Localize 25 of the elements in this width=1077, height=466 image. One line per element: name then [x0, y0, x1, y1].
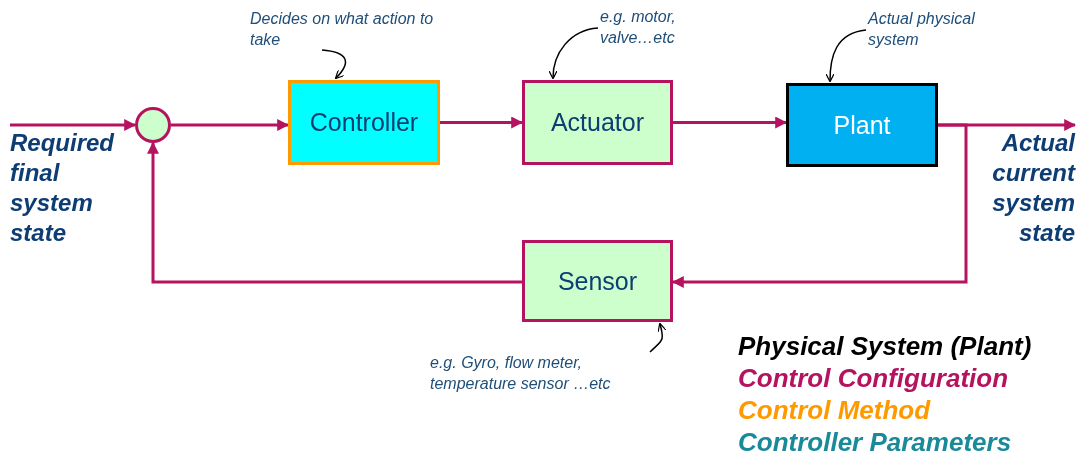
- legend-entry: Control Method: [738, 394, 932, 426]
- curved-arrow: [321, 49, 347, 80]
- block: Sensor: [522, 240, 673, 322]
- block: Plant: [786, 83, 938, 167]
- curved-arrow: [548, 27, 599, 80]
- annotation: e.g. motor, valve…etc: [600, 6, 710, 48]
- annotation: Actual physical system: [868, 8, 1018, 50]
- summing-junction: [135, 107, 171, 143]
- signal-label: Required final system state: [10, 128, 140, 248]
- legend-entry: Controller Parameters: [738, 426, 1013, 458]
- legend-entry: Physical System (Plant): [738, 330, 1032, 362]
- annotation: Decides on what action to take: [250, 8, 450, 50]
- annotation: e.g. Gyro, flow meter, temperature sensor …etc: [430, 352, 658, 394]
- arrow: [147, 141, 522, 284]
- arrow: [171, 119, 290, 131]
- arrow: [671, 123, 968, 288]
- curved-arrow: [649, 322, 667, 353]
- curved-arrow: [825, 29, 867, 83]
- arrow: [10, 119, 137, 131]
- block: Actuator: [522, 80, 673, 165]
- block: Controller: [288, 80, 440, 165]
- arrow: [673, 116, 788, 129]
- legend-entry: Control Configuration: [738, 362, 1010, 394]
- arrow: [440, 116, 524, 129]
- signal-label: Actual current system state: [945, 128, 1075, 248]
